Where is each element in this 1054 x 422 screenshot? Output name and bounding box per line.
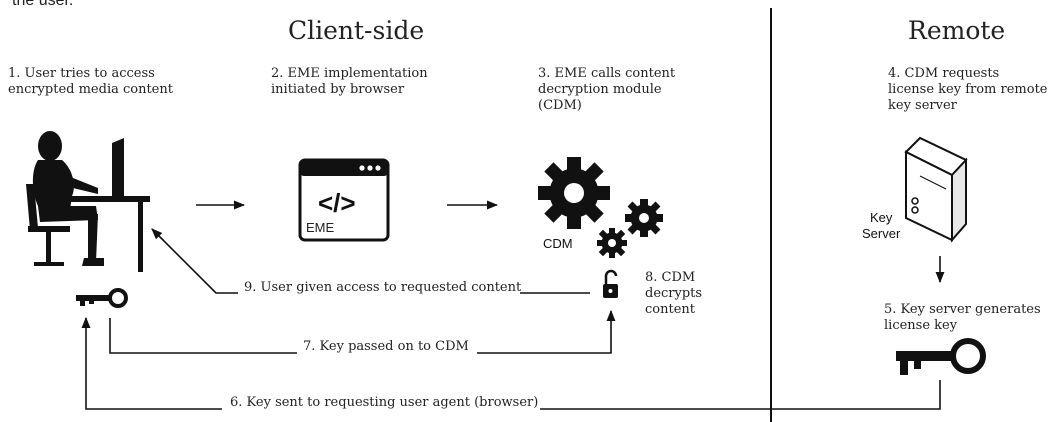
padlock-open-icon bbox=[603, 269, 618, 298]
browser-window-icon bbox=[298, 158, 390, 242]
cdm-label: CDM bbox=[543, 236, 573, 251]
key-icon bbox=[896, 338, 986, 375]
step-8-label: 8. CDM decrypts content bbox=[645, 270, 703, 317]
key-server-label: Key Server bbox=[862, 210, 901, 241]
step-5-label: 5. Key server generates license key bbox=[884, 302, 1041, 333]
gears-icon bbox=[538, 157, 663, 258]
key-icon bbox=[76, 288, 128, 308]
step-9-label: 9. User given access to requested conten… bbox=[244, 280, 522, 295]
step-2-label: 2. EME implementation initiated by brows… bbox=[271, 66, 428, 97]
arrow-icon bbox=[81, 200, 945, 410]
eme-label: EME bbox=[306, 220, 335, 235]
client-side-heading: Client-side bbox=[288, 16, 425, 45]
step-6-label: 6. Key sent to requesting user agent (br… bbox=[230, 395, 539, 410]
server-icon bbox=[904, 136, 968, 243]
code-symbol: </> bbox=[318, 188, 356, 218]
step-1-label: 1. User tries to access encrypted media … bbox=[8, 66, 173, 97]
user-at-computer-icon bbox=[26, 131, 150, 272]
step-4-label: 4. CDM requests license key from remote … bbox=[888, 66, 1048, 113]
step-7-label: 7. Key passed on to CDM bbox=[303, 339, 469, 354]
remote-heading: Remote bbox=[908, 16, 1006, 45]
step-3-label: 3. EME calls content decryption module (… bbox=[538, 66, 676, 113]
top-caption: the user. bbox=[12, 0, 74, 9]
